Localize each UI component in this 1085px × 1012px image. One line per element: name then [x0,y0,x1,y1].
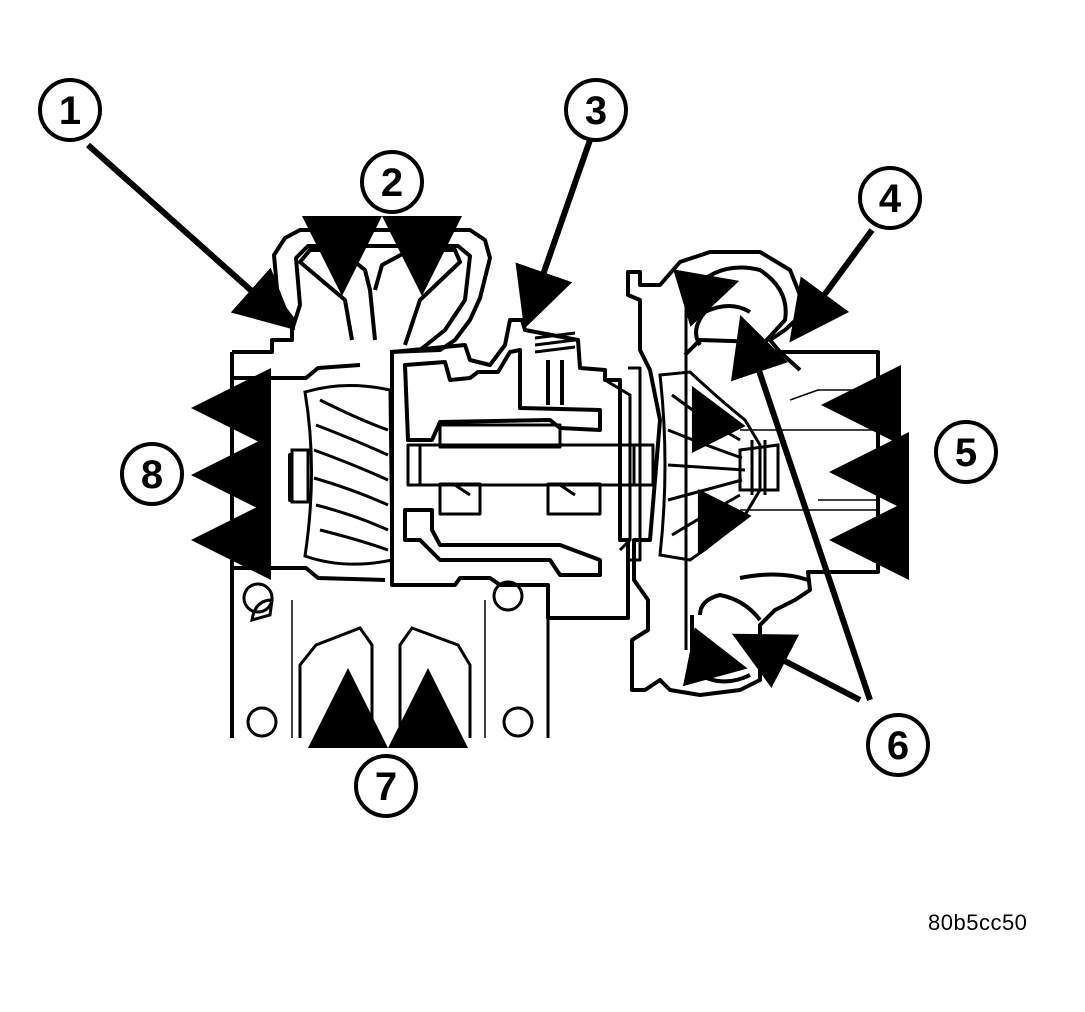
callout-4: 4 [858,166,922,230]
callout-3: 3 [564,78,628,142]
callout-2: 2 [360,150,424,214]
leader-line-6a [730,314,873,701]
flow-arrow [697,489,752,557]
callouts: 1 2 3 4 5 6 7 8 [38,78,998,818]
flow-arrow [682,627,748,687]
svg-text:5: 5 [955,431,977,475]
svg-text:6: 6 [887,724,909,768]
svg-text:1: 1 [59,89,81,133]
flow-arrow [691,385,746,453]
compressor-wheel [658,370,780,562]
svg-text:4: 4 [879,177,902,221]
svg-text:2: 2 [381,161,403,205]
compressor-flow-arrows [673,269,752,687]
leader-line-1 [86,142,296,330]
exhaust-inlet-flange [230,578,550,738]
leader-line-3 [515,139,593,329]
svg-text:7: 7 [375,765,397,809]
turbine-wheel [290,384,394,566]
flow-arrows [191,216,909,748]
callout-8: 8 [120,442,184,506]
svg-text:3: 3 [585,89,607,133]
svg-text:8: 8 [141,453,163,497]
leader-arrows [86,139,875,703]
figure-reference-code: 80b5cc50 [928,910,1028,935]
leader-line-6b [732,633,862,703]
flow-arrow [673,269,740,327]
callout-7: 7 [354,754,418,818]
callout-6: 6 [866,713,930,777]
center-housing [390,318,655,620]
leader-line-4 [789,228,875,343]
callout-1: 1 [38,78,102,142]
callout-5: 5 [934,420,998,484]
